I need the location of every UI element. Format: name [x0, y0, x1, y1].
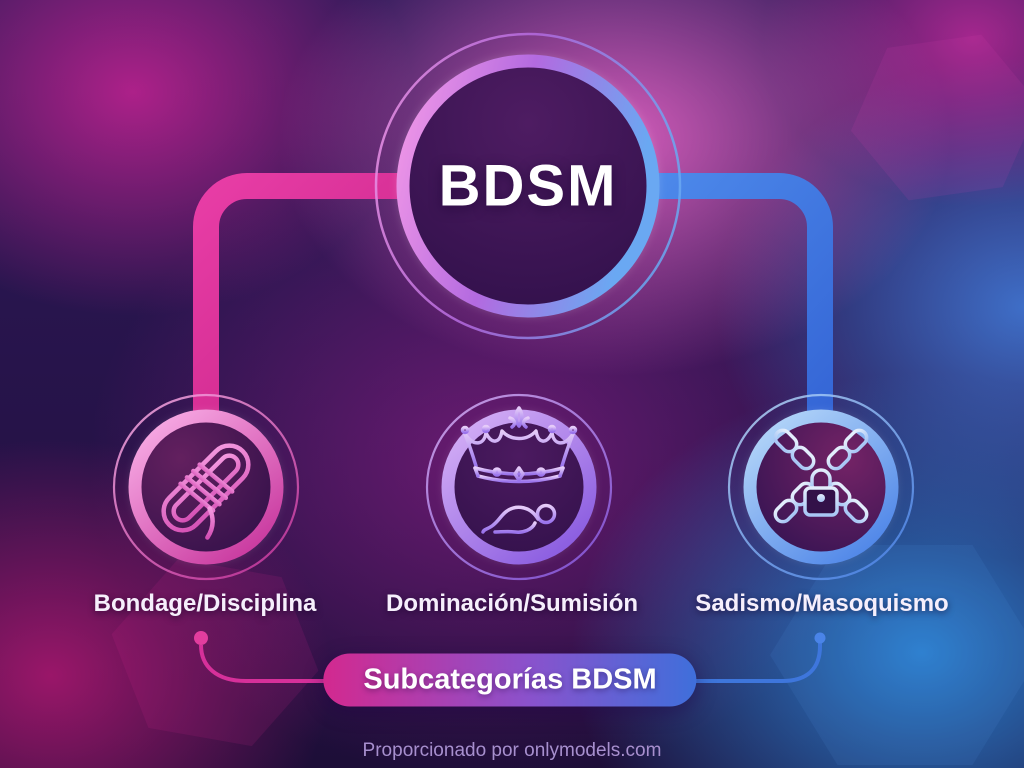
- node-label-sadism: Sadismo/Masoquismo: [695, 590, 949, 617]
- footer-credit: Proporcionado por onlymodels.com: [362, 740, 662, 761]
- kneeling-figure: [481, 503, 557, 534]
- connector-center-right: [616, 173, 833, 415]
- rope-icon: [161, 443, 251, 540]
- banner-label: Subcategorías BDSM: [363, 663, 657, 696]
- banner-connector-right: [668, 641, 822, 683]
- banner-pill: Subcategorías BDSM: [323, 653, 697, 707]
- crown: [460, 406, 578, 484]
- node-label-bondage: Bondage/Disciplina: [93, 590, 317, 617]
- node-domination: [425, 393, 613, 581]
- banner-connector-right-dot: [814, 632, 826, 644]
- banner-connector-left-dot: [194, 631, 208, 645]
- crown-submission-icon: [460, 406, 578, 534]
- node-label-domination: Dominación/Sumisión: [385, 590, 639, 617]
- padlock: [803, 468, 839, 517]
- chains-lock-icon: [773, 428, 869, 524]
- center-node-label: BDSM: [438, 153, 618, 219]
- banner-connector-left: [199, 644, 352, 683]
- node-bondage: [112, 393, 300, 581]
- center-node: [374, 32, 682, 340]
- node-sadism: [727, 393, 915, 581]
- connector-center-left: [193, 173, 440, 415]
